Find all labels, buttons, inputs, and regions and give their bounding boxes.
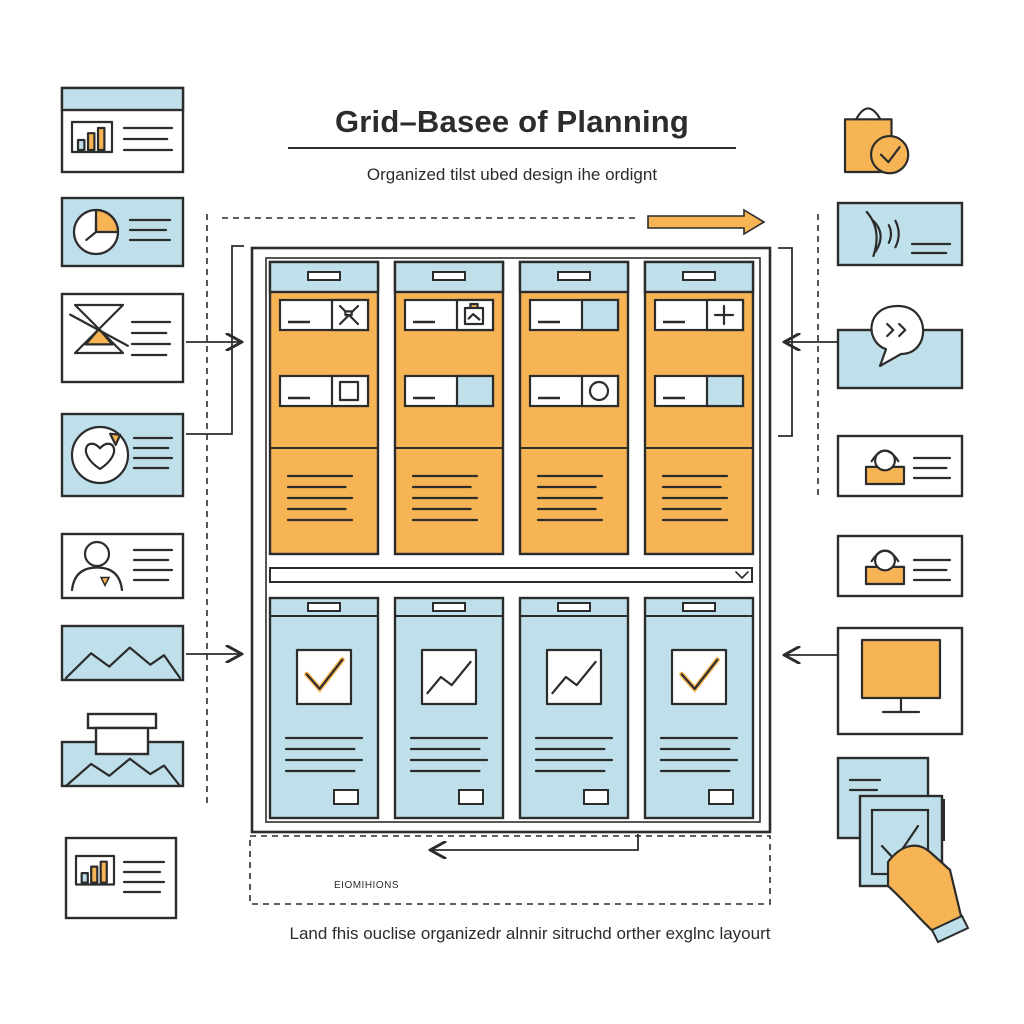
- mountains-icon: [64, 646, 182, 680]
- small-bar-chart-card: [64, 836, 178, 920]
- headset-person-icon: [864, 449, 906, 486]
- column-3-control-row-2[interactable]: [528, 374, 620, 408]
- top-column-4: [643, 260, 755, 556]
- checkmark-icon: [670, 648, 728, 706]
- sound-icon: [865, 210, 900, 258]
- clipboard-icon: [463, 302, 485, 326]
- column-1-control-row-1[interactable]: [278, 298, 370, 332]
- chat-card: [836, 304, 964, 390]
- trend-up-icon: [545, 648, 603, 706]
- landscape-card: [60, 712, 185, 788]
- grid-footer-label: EIOMIHIONS: [334, 880, 400, 891]
- column-2-control-row-2[interactable]: [403, 374, 495, 408]
- bottom-column-4: [643, 596, 755, 820]
- clock-card: [60, 196, 185, 268]
- bottom-column-2: [393, 596, 505, 820]
- trend-up-icon: [420, 648, 478, 706]
- top-column-2: [393, 260, 505, 556]
- cross-tool-icon: [338, 304, 360, 326]
- column-3-control-row-1[interactable]: [528, 298, 620, 332]
- person-card: [60, 532, 185, 600]
- column-4-action-button[interactable]: [708, 789, 734, 805]
- mountains-card: [60, 624, 185, 682]
- heart-icon: [70, 425, 130, 485]
- hand-check-document-icon: [880, 824, 970, 944]
- bar-chart-icon: [70, 120, 114, 154]
- bottom-dashed-frame: [249, 835, 771, 905]
- agent-card: [836, 534, 964, 598]
- main-grid-frame: [250, 246, 772, 834]
- left-bracket-arrow: [186, 245, 244, 342]
- column-4-control-row-1[interactable]: [653, 298, 745, 332]
- page-subtitle: Organized tilst ubed design ihe ordignt: [366, 165, 658, 184]
- heart-card: [60, 412, 185, 498]
- monitor-icon: [860, 638, 942, 714]
- audio-card: [836, 201, 964, 267]
- connector-lines: [186, 208, 838, 905]
- column-2-action-button[interactable]: [458, 789, 484, 805]
- left-bracket-heart: [186, 342, 233, 435]
- inner-frame: [265, 257, 761, 823]
- title-underline: [288, 147, 736, 149]
- bottom-return-arrow: [432, 834, 639, 850]
- documents-card: [836, 756, 970, 944]
- column-4-control-row-2[interactable]: [653, 374, 745, 408]
- person-icon: [70, 540, 124, 592]
- column-3-action-button[interactable]: [583, 789, 609, 805]
- checkmark-icon: [295, 648, 353, 706]
- clock-icon: [72, 208, 120, 256]
- landscape-icon: [64, 757, 182, 788]
- top-column-3: [518, 260, 630, 556]
- hourglass-card: [60, 292, 185, 384]
- chevron-down-icon: [735, 571, 749, 579]
- shopping-bag-check-icon: [843, 107, 910, 175]
- grid-separator-bar[interactable]: [269, 567, 753, 583]
- square-icon: [338, 380, 360, 402]
- column-1-action-button[interactable]: [333, 789, 359, 805]
- chat-bubble-icon: [870, 304, 925, 368]
- bottom-column-3: [518, 596, 630, 820]
- left-card-column: [60, 86, 185, 920]
- column-1-control-row-2[interactable]: [278, 374, 370, 408]
- plus-icon: [713, 304, 735, 326]
- support-agent-card: [836, 434, 964, 498]
- right-card-column: [836, 107, 970, 944]
- bar-chart-icon: [74, 854, 116, 886]
- bar-chart-card: [60, 86, 185, 174]
- column-2-control-row-1[interactable]: [403, 298, 495, 332]
- circle-icon: [588, 380, 610, 402]
- monitor-card: [836, 626, 964, 736]
- shopping-bag-card: [843, 107, 910, 175]
- headset-person-icon: [864, 549, 906, 586]
- orange-arrow-right: [647, 208, 766, 236]
- bottom-caption: Land fhis ouclise organizedr alnnir sitr…: [289, 924, 771, 943]
- page-title: Grid–Basee of Planning: [334, 104, 690, 139]
- bottom-column-1: [268, 596, 380, 820]
- top-column-1: [268, 260, 380, 556]
- hourglass-icon: [69, 303, 129, 355]
